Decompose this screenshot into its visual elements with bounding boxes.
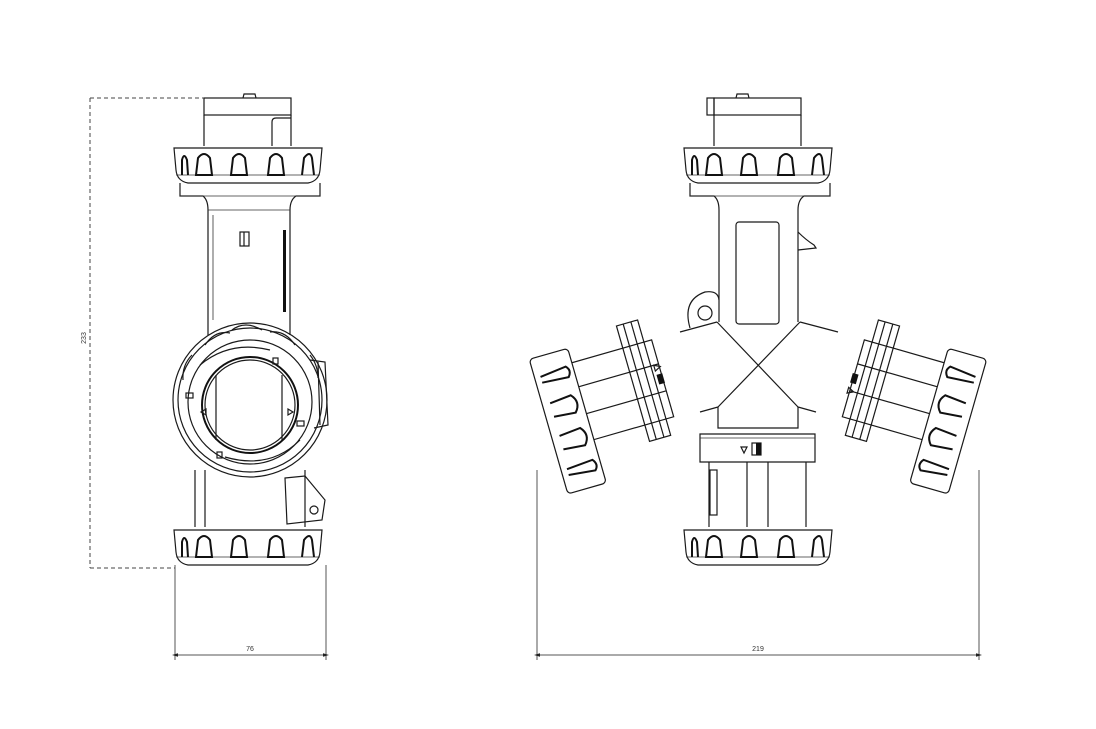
front-width-dimension-label: 219 <box>752 646 764 653</box>
side-view <box>89 93 982 660</box>
side-width-dimension-label: 76 <box>246 646 254 653</box>
front-view <box>529 93 987 566</box>
height-dimension-label: 233 <box>81 332 88 344</box>
